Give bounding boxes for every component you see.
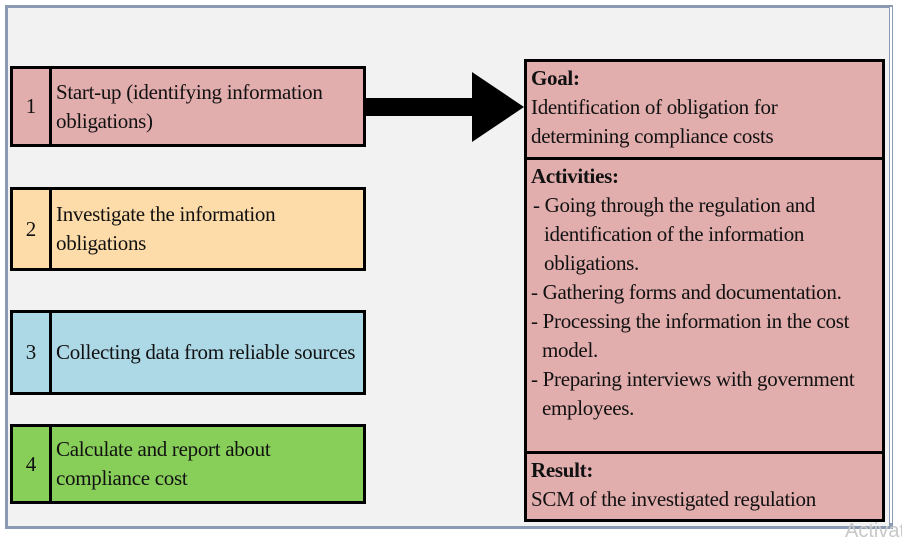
goal-text: Identification of obligation for determi…	[531, 95, 778, 148]
step-number: 4	[13, 427, 52, 501]
activity-item: - Processing the information in the cost…	[531, 309, 850, 362]
activity-item: - Going through the regulation and ident…	[533, 193, 815, 275]
step-label: Start-up (identifying information obliga…	[56, 79, 323, 133]
step-number: 1	[13, 69, 52, 144]
right-arrow-icon	[366, 72, 524, 142]
activities-title: Activities:	[531, 164, 619, 188]
result-section: Result: SCM of the investigated regulati…	[527, 454, 882, 519]
step-label: Investigate the information obligations	[56, 202, 276, 255]
activation-watermark: Activat	[845, 520, 902, 542]
frame-edge-highlight	[890, 7, 892, 523]
step-label: Collecting data from reliable sources	[56, 340, 356, 364]
step-2-box: 2 Investigate the information obligation…	[10, 187, 366, 271]
goal-section: Goal: Identification of obligation for d…	[527, 62, 882, 160]
activity-item: - Gathering forms and documentation.	[531, 280, 842, 304]
step-detail-panel: Goal: Identification of obligation for d…	[524, 59, 885, 522]
result-title: Result:	[531, 458, 594, 482]
goal-title: Goal:	[531, 66, 580, 90]
step-1-box: 1 Start-up (identifying information obli…	[10, 66, 366, 147]
step-number: 2	[13, 190, 52, 268]
activities-section: Activities: - Going through the regulati…	[527, 160, 882, 454]
step-label: Calculate and report about compliance co…	[56, 437, 271, 490]
result-text: SCM of the investigated regulation	[531, 487, 816, 511]
activity-item: - Preparing interviews with government e…	[531, 367, 855, 420]
step-3-box: 3 Collecting data from reliable sources	[10, 310, 366, 395]
step-number: 3	[13, 313, 52, 392]
step-4-box: 4 Calculate and report about compliance …	[10, 424, 366, 504]
